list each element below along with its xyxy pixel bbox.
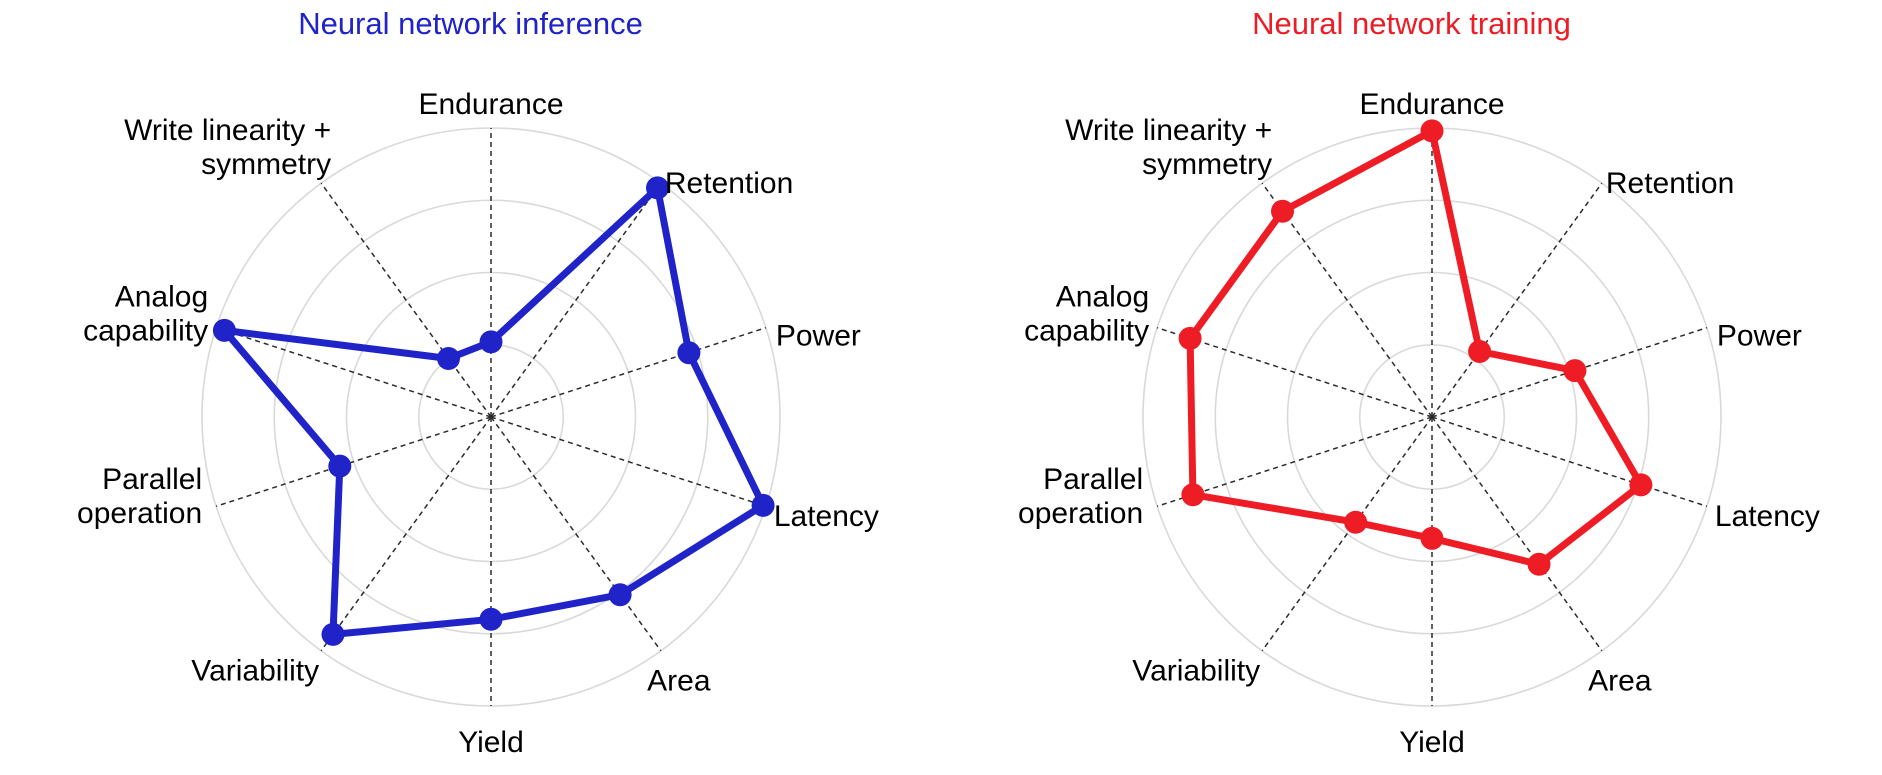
axis-label-power: Power — [1717, 320, 1802, 353]
panel-title-inference: Neural network inference — [298, 6, 643, 41]
data-point-latency[interactable] — [1629, 473, 1653, 497]
axis-label-text: Variability — [191, 655, 319, 688]
axis-label-text: Latency — [1715, 500, 1820, 533]
data-point-endurance[interactable] — [479, 330, 503, 354]
axis-label-text: capability — [83, 315, 208, 348]
data-point-power[interactable] — [1563, 359, 1587, 383]
axis-label-text: Write linearity + — [124, 114, 331, 147]
axis-spoke-area — [490, 416, 662, 652]
axis-label-text: Power — [1717, 320, 1802, 353]
series-path-training — [1186, 127, 1645, 568]
axis-label-endurance: Endurance — [418, 88, 563, 121]
data-point-write-linearity-symmetry[interactable] — [1271, 199, 1294, 223]
axis-label-variability: Variability — [1132, 655, 1260, 688]
axis-label-yield: Yield — [458, 726, 524, 759]
axis-label-yield: Yield — [1399, 726, 1465, 759]
axis-spoke-latency — [490, 416, 767, 508]
data-point-variability[interactable] — [1344, 510, 1368, 534]
axis-label-text: symmetry — [1142, 148, 1272, 181]
data-point-parallel-operation[interactable] — [328, 454, 352, 478]
axis-spoke-retention — [490, 182, 662, 418]
axis-label-retention: Retention — [665, 167, 793, 200]
panel-title-training: Neural network training — [1252, 6, 1571, 41]
axis-label-variability: Variability — [191, 655, 319, 688]
axis-spoke-latency — [1431, 416, 1708, 508]
axis-label-text: Parallel — [102, 463, 202, 496]
axis-label-power: Power — [776, 320, 861, 353]
axis-label-text: Variability — [1132, 655, 1260, 688]
axis-label-text: Analog — [1056, 281, 1149, 314]
axis-spoke-area — [1431, 416, 1603, 652]
axis-label-latency: Latency — [1715, 500, 1820, 533]
axis-spoke-power — [490, 326, 767, 418]
data-point-write-linearity-symmetry[interactable] — [437, 347, 460, 370]
axis-label-retention: Retention — [1606, 167, 1734, 200]
series-path-inference — [220, 184, 767, 638]
axis-label-text: Endurance — [1359, 88, 1504, 121]
axis-spoke-parallel-operation — [215, 416, 492, 508]
data-point-retention[interactable] — [646, 176, 669, 200]
axis-spoke-write-linearity-symmetry — [1261, 182, 1433, 418]
axis-label-text: Yield — [458, 726, 524, 759]
data-point-analog-capability[interactable] — [1178, 326, 1202, 350]
axis-label-text: Retention — [665, 167, 793, 200]
axis-label-text: Power — [776, 320, 861, 353]
axis-label-text: Write linearity + — [1065, 114, 1272, 147]
data-point-parallel-operation[interactable] — [1181, 483, 1205, 507]
data-point-latency[interactable] — [751, 493, 775, 517]
axis-label-text: operation — [77, 497, 202, 530]
axis-spoke-parallel-operation — [1156, 416, 1433, 508]
axis-spoke-analog-capability — [1156, 326, 1433, 418]
axis-label-latency: Latency — [774, 500, 879, 533]
data-point-endurance[interactable] — [1420, 119, 1444, 143]
axis-label-area: Area — [1588, 665, 1652, 698]
axis-label-text: Latency — [774, 500, 879, 533]
axis-label-text: operation — [1018, 497, 1143, 530]
axis-label-endurance: Endurance — [1359, 88, 1504, 121]
data-point-area[interactable] — [608, 583, 632, 607]
data-point-area[interactable] — [1527, 552, 1551, 576]
axis-label-text: Parallel — [1043, 463, 1143, 496]
data-point-retention[interactable] — [1468, 340, 1492, 363]
data-point-yield[interactable] — [479, 607, 503, 631]
axis-label-text: capability — [1024, 315, 1149, 348]
axis-label-text: Analog — [115, 281, 208, 314]
axis-spoke-variability — [1261, 416, 1433, 652]
data-point-analog-capability[interactable] — [212, 318, 236, 342]
data-point-power[interactable] — [677, 341, 701, 365]
axis-label-text: Endurance — [418, 88, 563, 121]
axis-label-text: symmetry — [201, 148, 331, 181]
axis-label-text: Area — [647, 665, 711, 698]
axis-spoke-retention — [1431, 182, 1603, 418]
axis-label-text: Yield — [1399, 726, 1465, 759]
axis-label-write-linearity-symmetry: Write linearity +symmetry — [124, 114, 331, 181]
axis-spoke-analog-capability — [215, 326, 492, 418]
axis-label-text: Retention — [1606, 167, 1734, 200]
axis-label-text: Area — [1588, 665, 1652, 698]
axis-spoke-variability — [320, 416, 492, 652]
data-point-variability[interactable] — [321, 622, 345, 646]
axis-label-write-linearity-symmetry: Write linearity +symmetry — [1065, 114, 1272, 181]
data-point-yield[interactable] — [1420, 526, 1444, 550]
axis-label-area: Area — [647, 665, 711, 698]
axis-spoke-write-linearity-symmetry — [320, 182, 492, 418]
